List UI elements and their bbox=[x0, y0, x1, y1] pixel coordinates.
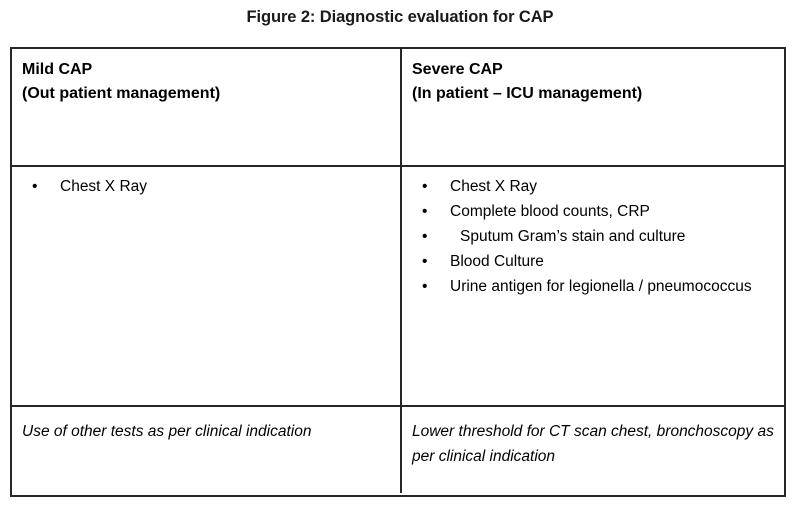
list-item-label: Sputum Gram’s stain and culture bbox=[460, 228, 686, 245]
severe-cap-test-list: • Chest X Ray • Complete blood counts, C… bbox=[412, 174, 774, 299]
list-item-label: Blood Culture bbox=[450, 253, 544, 270]
list-item: • Blood Culture bbox=[412, 249, 774, 274]
list-item-label: Chest X Ray bbox=[450, 178, 538, 195]
list-item: • Sputum Gram’s stain and culture bbox=[412, 224, 774, 249]
footer-cell-severe-cap: Lower threshold for CT scan chest, bronc… bbox=[402, 407, 784, 493]
list-item: • Chest X Ray bbox=[22, 174, 390, 199]
bullet-icon: • bbox=[422, 278, 428, 295]
header-cell-severe-cap: Severe CAP (In patient – ICU management) bbox=[402, 49, 784, 165]
bullet-icon: • bbox=[422, 253, 428, 270]
body-cell-severe-cap: • Chest X Ray • Complete blood counts, C… bbox=[402, 167, 784, 405]
list-item: • Complete blood counts, CRP bbox=[412, 199, 774, 224]
header-severe-cap-subtitle: (In patient – ICU management) bbox=[412, 85, 643, 102]
bullet-icon: • bbox=[32, 178, 38, 195]
table-body-row: • Chest X Ray • Chest X Ray • Complete b… bbox=[12, 167, 784, 407]
list-item-label: Complete blood counts, CRP bbox=[450, 203, 650, 220]
table-footer-row: Use of other tests as per clinical indic… bbox=[12, 407, 784, 493]
bullet-icon: • bbox=[422, 228, 428, 245]
bullet-icon: • bbox=[422, 178, 428, 195]
bullet-icon: • bbox=[422, 203, 428, 220]
body-cell-mild-cap: • Chest X Ray bbox=[12, 167, 402, 405]
header-mild-cap-subtitle: (Out patient management) bbox=[22, 85, 221, 102]
figure-title: Figure 2: Diagnostic evaluation for CAP bbox=[246, 8, 554, 26]
mild-cap-test-list: • Chest X Ray bbox=[22, 174, 390, 199]
header-severe-cap-title: Severe CAP bbox=[412, 61, 503, 78]
list-item-label: Urine antigen for legionella / pneumococ… bbox=[450, 278, 752, 295]
header-mild-cap-title: Mild CAP bbox=[22, 61, 93, 78]
footer-cell-mild-cap: Use of other tests as per clinical indic… bbox=[12, 407, 402, 493]
mild-cap-note: Use of other tests as per clinical indic… bbox=[22, 423, 312, 440]
diagnostic-evaluation-table: Mild CAP (Out patient management) Severe… bbox=[10, 47, 786, 497]
list-item: • Urine antigen for legionella / pneumoc… bbox=[412, 274, 774, 299]
list-item-label: Chest X Ray bbox=[60, 178, 148, 195]
list-item: • Chest X Ray bbox=[412, 174, 774, 199]
header-cell-mild-cap: Mild CAP (Out patient management) bbox=[12, 49, 402, 165]
table-header-row: Mild CAP (Out patient management) Severe… bbox=[12, 49, 784, 167]
severe-cap-note: Lower threshold for CT scan chest, bronc… bbox=[412, 423, 774, 465]
